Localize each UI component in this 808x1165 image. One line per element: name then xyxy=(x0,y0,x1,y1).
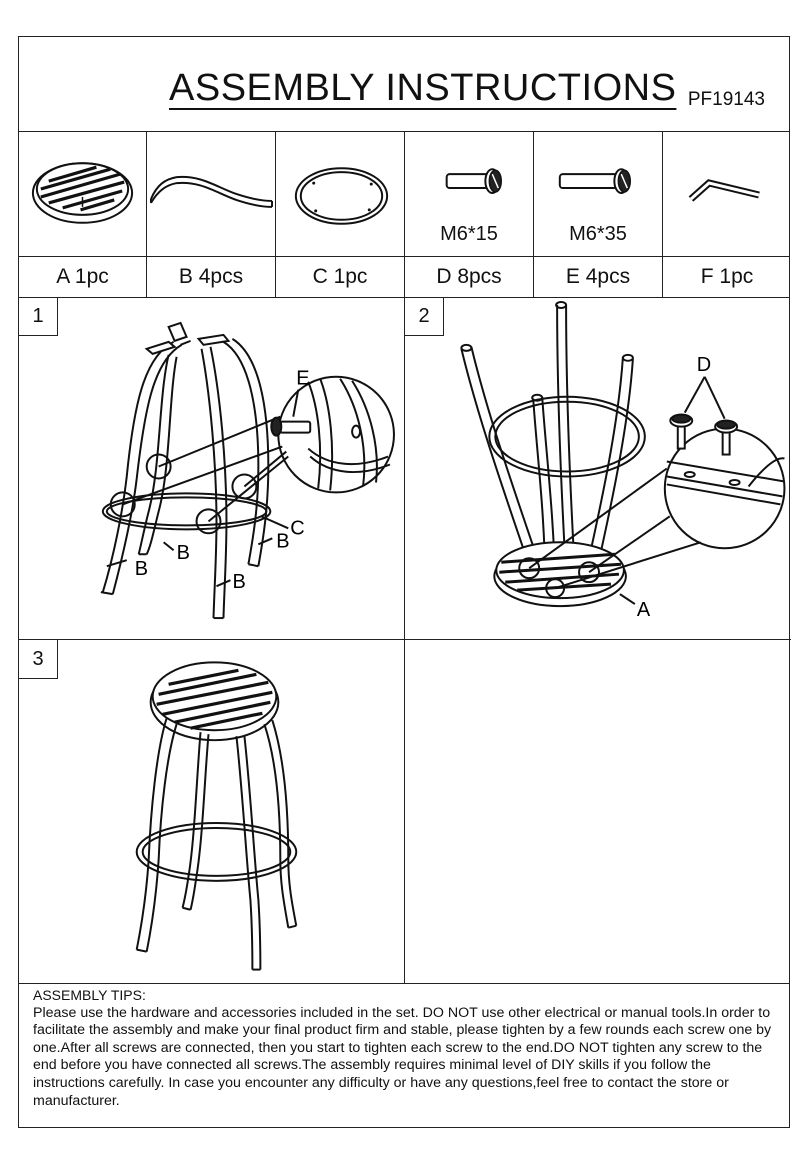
step-1-callout-b3: B xyxy=(232,571,245,593)
empty-panel xyxy=(405,640,791,983)
part-d-spec: M6*15 xyxy=(440,223,498,245)
tips-title: ASSEMBLY TIPS: xyxy=(33,987,146,1003)
parts-illustrations: M6*15 M6*35 xyxy=(19,131,789,257)
part-e-spec: M6*35 xyxy=(569,223,627,245)
part-d-label: D 8pcs xyxy=(436,264,502,288)
part-c-cell xyxy=(276,131,405,256)
bolt-short-icon xyxy=(445,168,502,194)
allen-key-icon xyxy=(688,179,760,202)
part-b-label: B 4pcs xyxy=(178,264,244,288)
steps-grid: E C B B B B 1 xyxy=(19,297,791,984)
instruction-sheet: ASSEMBLY INSTRUCTIONS PF19143 xyxy=(18,36,791,1128)
part-e-cell: M6*35 xyxy=(534,131,663,256)
step-1-callout-b1: B xyxy=(135,558,148,580)
step-2-illustration: D A xyxy=(460,300,786,621)
step-1-callout-c: C xyxy=(290,517,304,539)
product-code: PF19143 xyxy=(687,89,765,110)
part-d-cell: M6*15 xyxy=(405,131,534,256)
step-2-number: 2 xyxy=(405,297,444,336)
assembly-tips: ASSEMBLY TIPS: Please use the hardware a… xyxy=(33,987,773,1110)
step-1-callout-b2: B xyxy=(177,542,190,564)
leg-icon xyxy=(149,175,274,208)
parts-labels: A 1pc B 4pcs C 1pc D 8pcs E 4pcs F 1pc xyxy=(19,256,789,298)
part-b-cell xyxy=(147,131,276,256)
header: ASSEMBLY INSTRUCTIONS PF19143 xyxy=(19,37,789,132)
seat-icon xyxy=(31,162,134,224)
ring-icon xyxy=(294,167,389,225)
step-3-panel: 3 xyxy=(19,640,405,983)
step-1-number: 1 xyxy=(19,297,58,336)
step-2-panel: D A 2 xyxy=(405,297,791,640)
part-a-label: A 1pc xyxy=(56,264,109,288)
part-e-label: E 4pcs xyxy=(565,264,631,288)
part-f-label: F 1pc xyxy=(700,264,754,288)
step-2-callout-d: D xyxy=(697,354,711,376)
page-title: ASSEMBLY INSTRUCTIONS xyxy=(169,67,677,109)
bolt-long-icon xyxy=(558,168,631,194)
part-f-cell xyxy=(663,131,791,256)
part-c-label: C 1pc xyxy=(312,264,368,288)
step-3-number: 3 xyxy=(19,640,58,679)
tips-text: Please use the hardware and accessories … xyxy=(33,1004,772,1109)
step-1-illustration: E C B B B B xyxy=(100,321,395,620)
step-1-callout-b4: B xyxy=(276,530,289,552)
step-1-panel: E C B B B B 1 xyxy=(19,297,405,640)
step-1-callout-e: E xyxy=(296,368,309,390)
step-2-callout-a: A xyxy=(637,599,651,621)
step-3-illustration xyxy=(135,661,298,971)
part-a-cell xyxy=(19,131,147,256)
